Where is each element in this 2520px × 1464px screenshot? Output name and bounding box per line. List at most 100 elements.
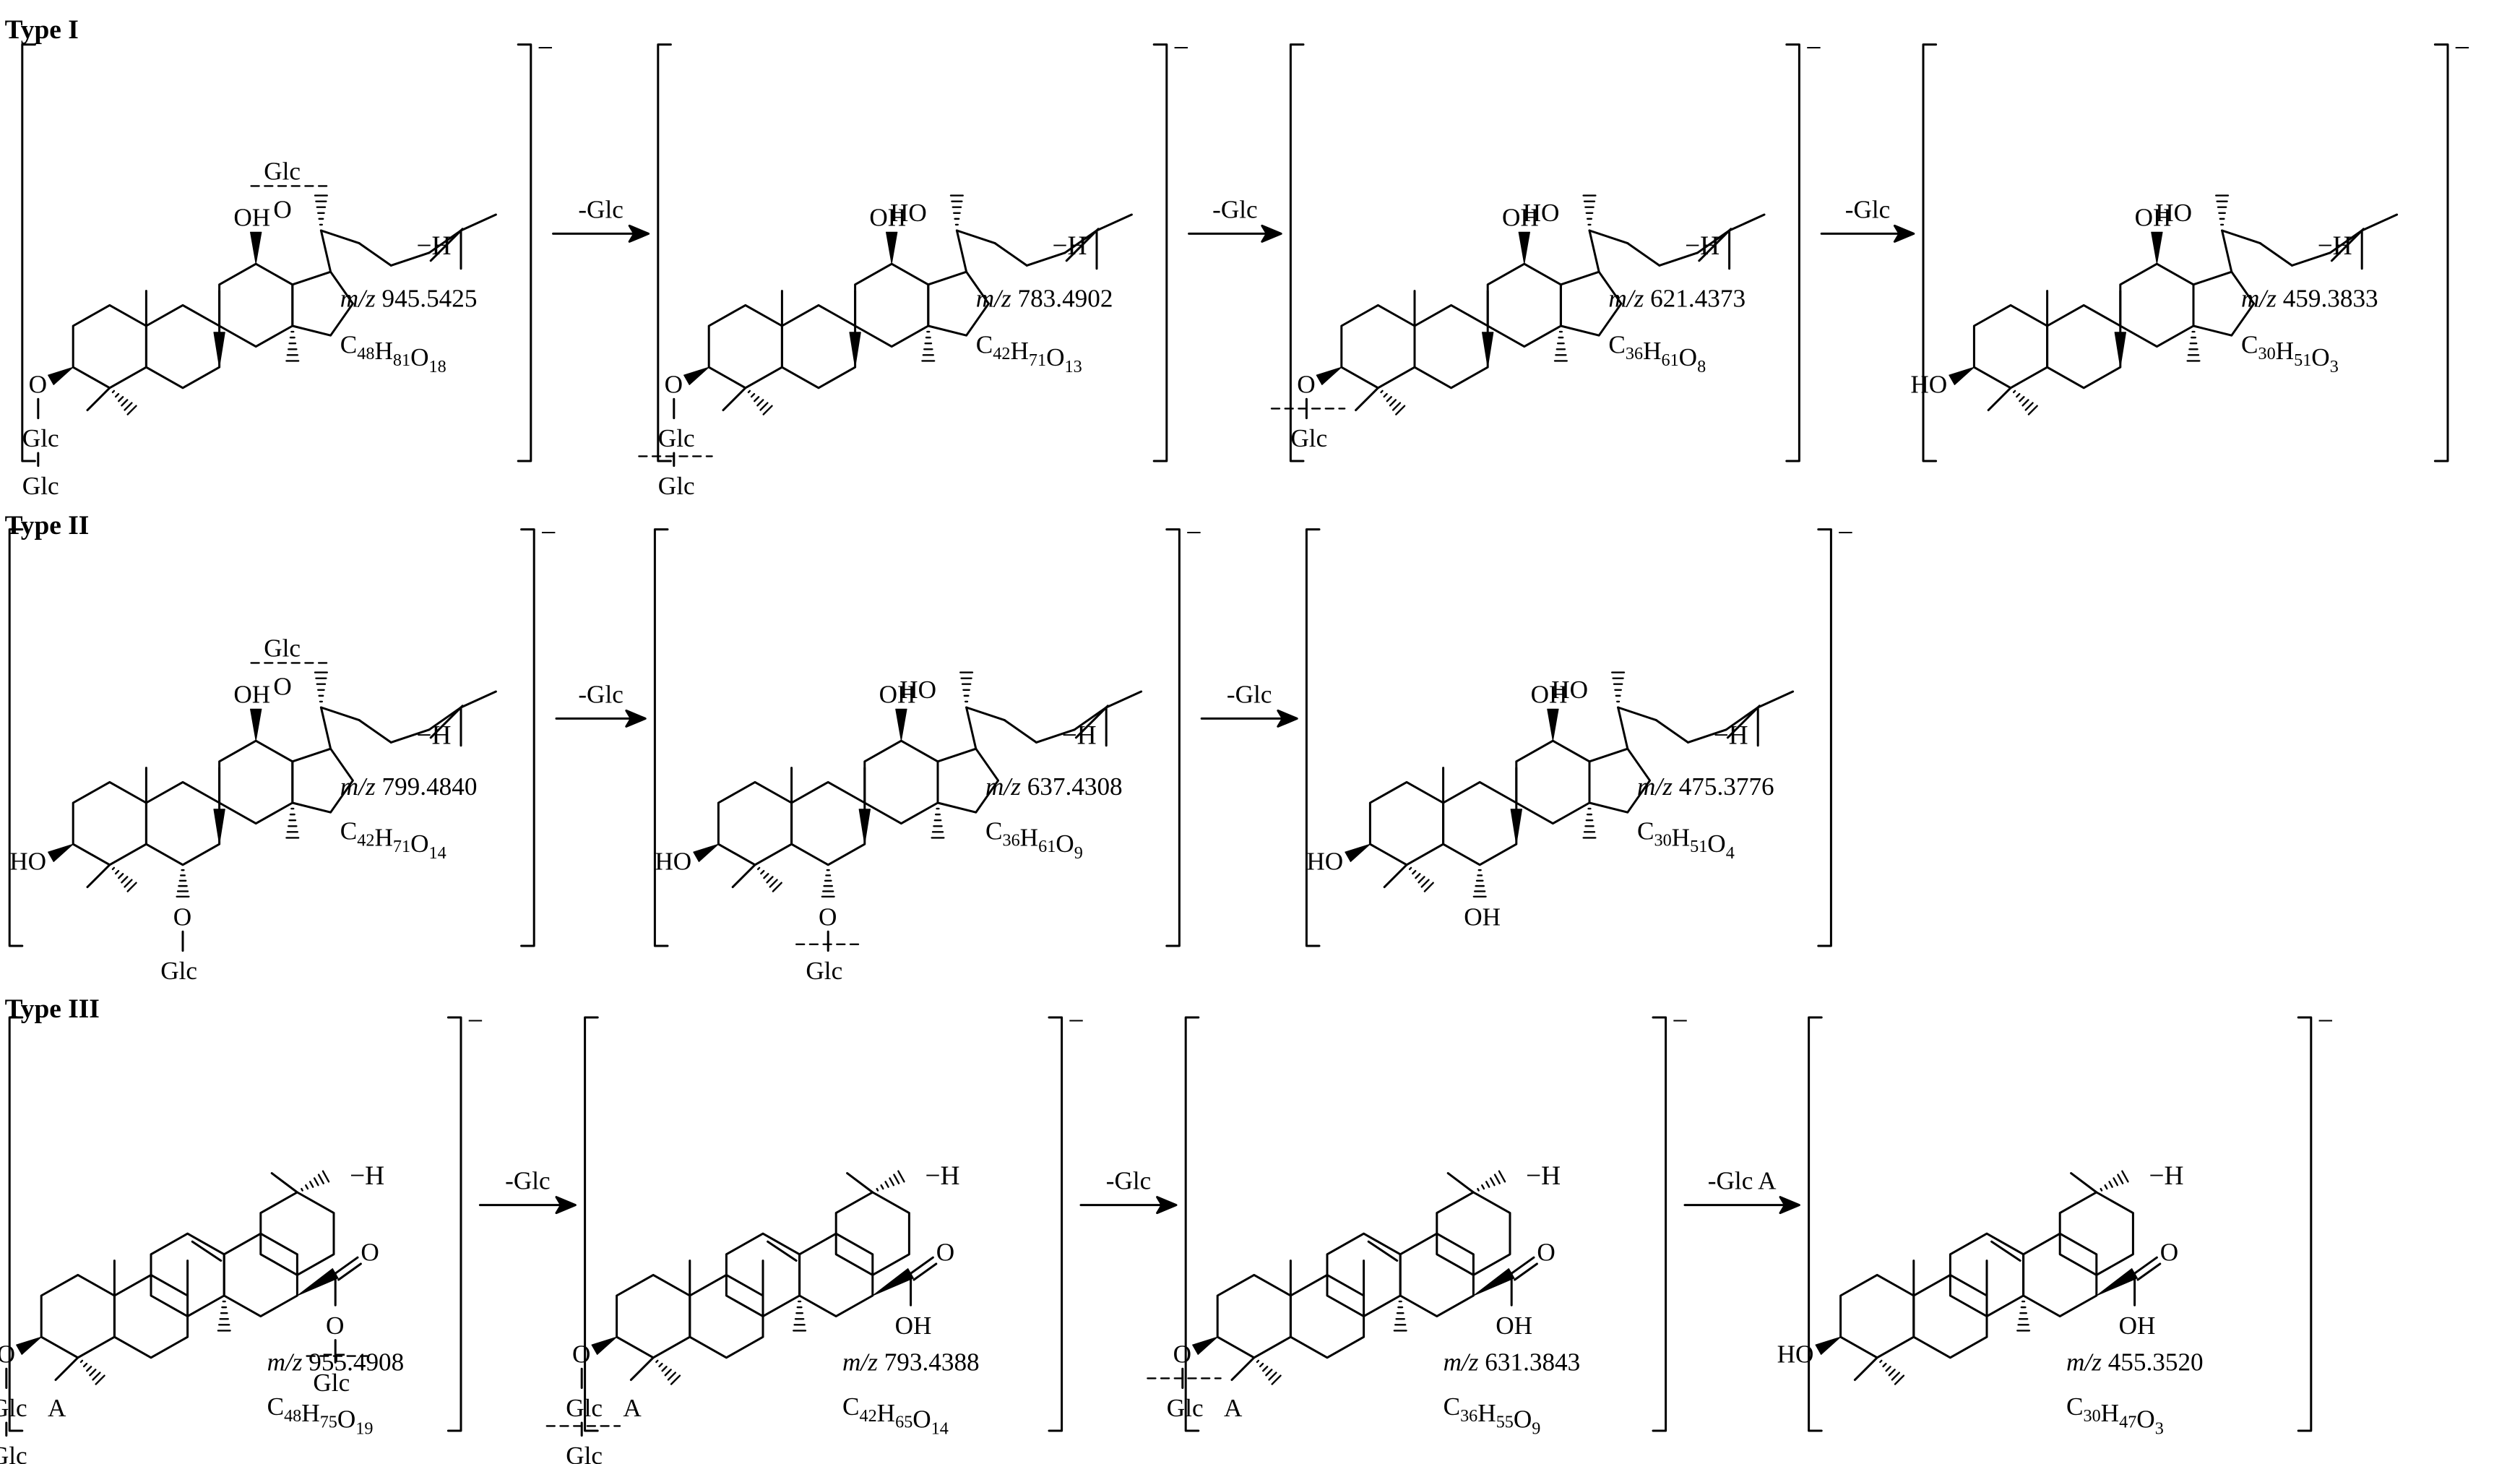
side-chain-bond	[1617, 706, 1657, 722]
oh-c12-bond	[886, 231, 898, 264]
hash-line	[2027, 405, 2038, 415]
methyl-c4a	[86, 387, 111, 412]
element-symbol: O	[410, 830, 428, 858]
deprotonation-label: −H	[925, 1161, 959, 1191]
hash-line	[86, 1366, 92, 1372]
oxygen-label: O	[1173, 1340, 1191, 1368]
arrow-head	[1779, 1196, 1800, 1215]
arrow-label: -Glc	[578, 680, 623, 708]
element-count: 42	[993, 344, 1010, 363]
hash-line	[2108, 1181, 2113, 1188]
deprotonation-label: −H	[416, 721, 451, 751]
element-count: 51	[2294, 350, 2311, 370]
mz-number: 945.5425	[381, 285, 477, 313]
hash-line	[658, 1362, 663, 1368]
ring-a	[1972, 303, 2049, 389]
ring-d	[291, 747, 354, 814]
methyl-c26	[1756, 690, 1795, 709]
hash-line	[114, 869, 120, 875]
side-chain-bond	[993, 242, 1028, 267]
hash-line	[762, 405, 773, 415]
element-symbol: O	[1046, 343, 1064, 371]
methyl-c26	[2360, 213, 2399, 232]
hash-line	[1415, 873, 1421, 879]
arrow-label: -Glc A	[1708, 1167, 1777, 1195]
methyl-c21	[1611, 671, 1626, 703]
element-symbol: O	[1707, 830, 1725, 858]
charge-sign: −	[540, 517, 556, 548]
hash-line	[667, 1372, 676, 1381]
oh-c12-bond	[1547, 708, 1559, 741]
deprotonation-label: −H	[2149, 1161, 2183, 1191]
hash-line	[2104, 1184, 2108, 1190]
hash-line	[118, 873, 124, 879]
hash-line	[1380, 389, 1384, 394]
glc-a-suffix: A	[623, 1394, 642, 1422]
side-chain-bond	[2221, 229, 2261, 245]
ho-label: HO	[1777, 1340, 1814, 1368]
element-count: 30	[2258, 344, 2275, 363]
mz-label: m/z	[2066, 1348, 2108, 1376]
oh-label: OH	[2135, 203, 2172, 231]
hash-line	[2121, 1170, 2129, 1183]
c3-oxygen-bond	[16, 1336, 42, 1355]
molecular-formula: C36H61O9	[985, 817, 1083, 863]
methyl-c14	[2016, 1300, 2031, 1332]
hash-line	[747, 389, 751, 394]
charge-sign: −	[1068, 1005, 1084, 1037]
hash-line	[126, 882, 137, 892]
hash-line	[1894, 1374, 1905, 1385]
glc-label: Glc	[264, 158, 301, 186]
ring-a	[616, 1273, 691, 1359]
methyl-c30	[1477, 1170, 1506, 1192]
molecular-formula: C36H61O8	[1608, 330, 1706, 376]
charge-sign: −	[1837, 517, 1853, 548]
glc-label: Glc	[264, 634, 301, 663]
ring-b	[1413, 303, 1489, 389]
hash-line	[750, 392, 756, 398]
element-symbol: H	[1010, 337, 1028, 365]
arrow-label: -Glc	[1845, 195, 1891, 223]
oh-c12-bond	[250, 231, 262, 264]
hash-line	[772, 882, 782, 892]
carbonyl-bond	[910, 1256, 934, 1275]
element-count: 30	[1654, 830, 1671, 850]
methyl-c4a	[731, 864, 756, 889]
side-chain-bond	[1003, 719, 1037, 744]
molecular-formula: C48H75O19	[267, 1392, 374, 1438]
glc-label: Glc	[313, 1369, 350, 1397]
mz-value: m/z 793.4388	[842, 1348, 980, 1376]
oh-label: OH	[1531, 680, 1568, 708]
methyl-c4b	[1380, 389, 1406, 415]
methyl-c14	[213, 809, 225, 845]
oh-c12-bond	[895, 708, 907, 741]
arrow-label: -Glc	[1212, 195, 1258, 223]
charge-sign: −	[538, 32, 553, 64]
oxygen-label: O	[29, 370, 47, 398]
oxygen-label: O	[173, 903, 191, 931]
element-symbol: C	[267, 1392, 284, 1421]
mz-value: m/z 945.5425	[340, 285, 478, 313]
element-symbol: C	[842, 1392, 859, 1421]
ring-c	[218, 739, 294, 825]
element-count: 61	[1661, 350, 1678, 370]
element-count: 36	[1002, 830, 1019, 850]
mz-number: 455.3520	[2108, 1348, 2204, 1376]
methyl-c14	[793, 1300, 807, 1332]
methyl-c4b	[747, 389, 773, 415]
molecular-formula: C36H55O9	[1444, 1392, 1541, 1438]
glc-label: Glc	[1290, 424, 1327, 452]
methyl-c4a	[1230, 1356, 1256, 1382]
methyl-c4b	[111, 866, 137, 892]
hash-line	[1891, 1372, 1900, 1381]
element-symbol: H	[374, 337, 392, 365]
glc-label: Glc	[1167, 1394, 1204, 1422]
side-chain-bond	[319, 706, 332, 750]
arrow-label: -Glc	[578, 195, 623, 223]
hash-line	[893, 1174, 900, 1184]
mz-value: m/z 631.3843	[1444, 1348, 1581, 1376]
hash-line	[121, 399, 129, 407]
mz-number: 799.4840	[381, 772, 477, 801]
molecular-formula: C30H47O3	[2066, 1392, 2164, 1438]
mz-label: m/z	[1637, 772, 1679, 801]
